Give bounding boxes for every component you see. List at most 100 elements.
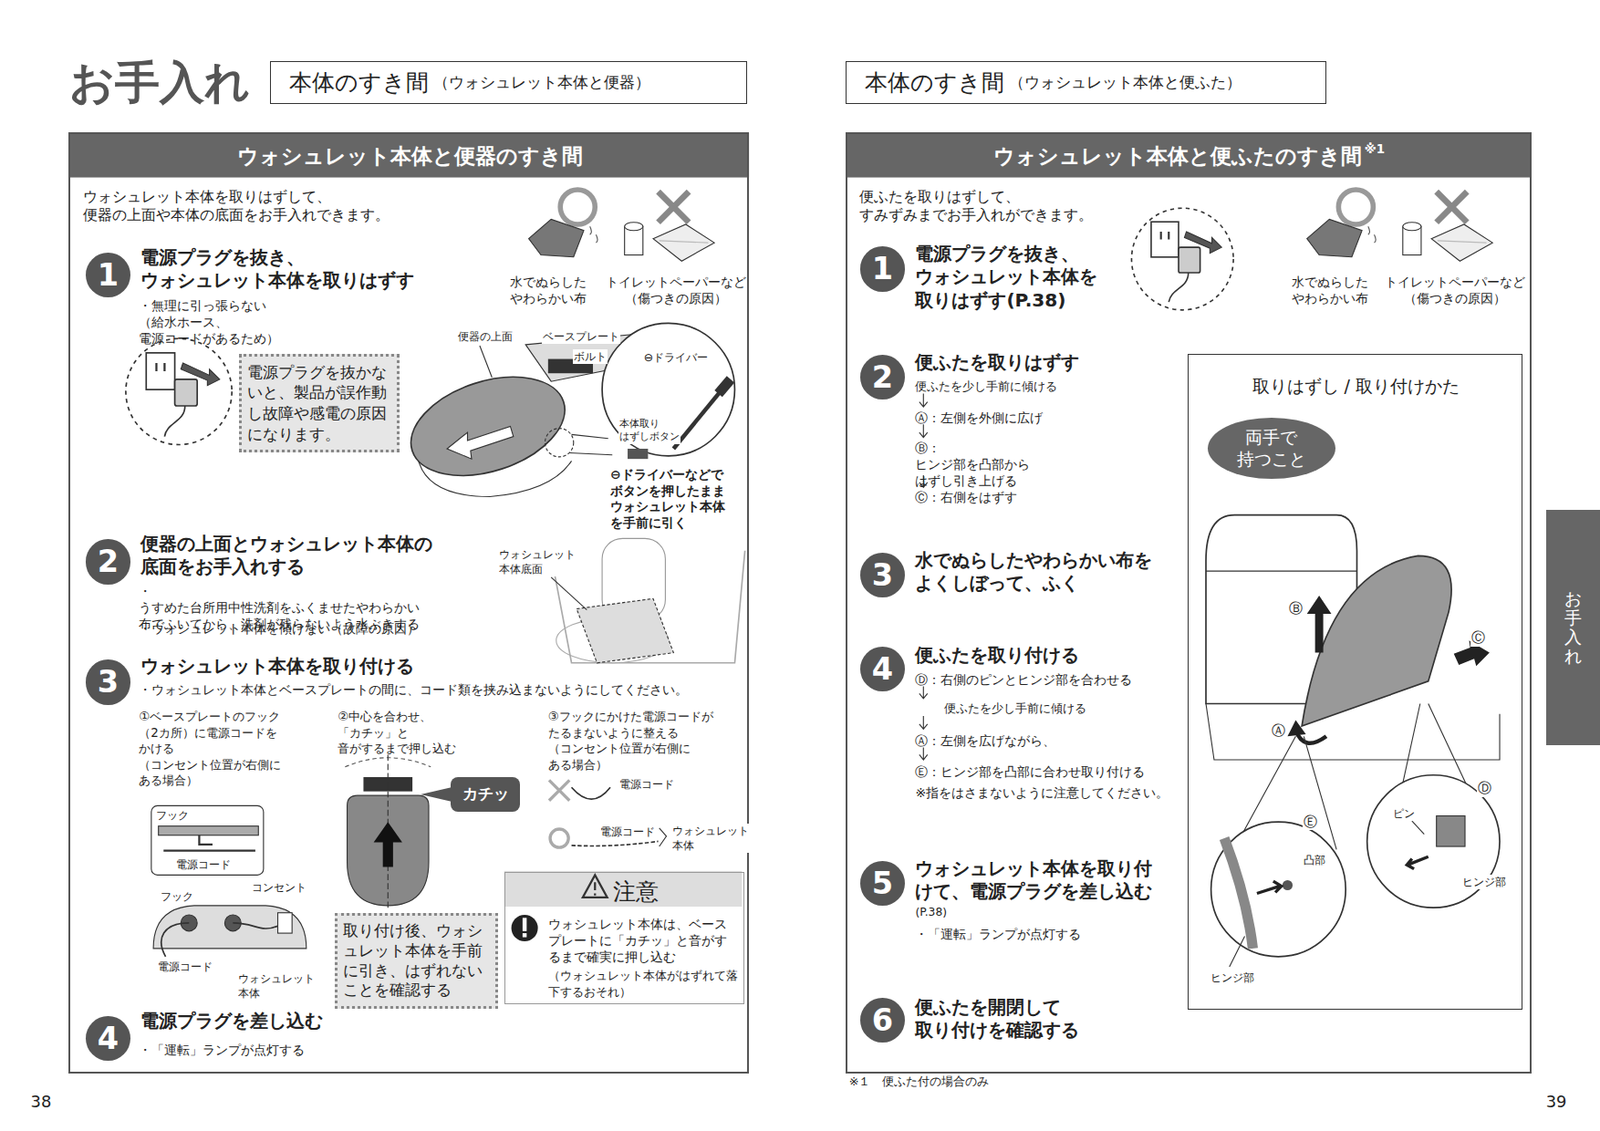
text-label: 38 (31, 1090, 52, 1112)
text-label: ※１ 便ふた付の場合のみ (849, 1074, 990, 1091)
node-text: 2 (872, 362, 894, 394)
text-label: 水でぬらしたやわらかい布を よくしぼって、ふく (914, 549, 1153, 595)
text-label: トイレットペーパーなど （傷つきの原因） (605, 273, 747, 307)
step-number: 3 (860, 552, 905, 598)
text-label: Ⓒ：右側をはずす (914, 488, 1018, 506)
node-text: ウォシュレット本体と便ふたのすき間 (993, 142, 1362, 171)
text-label: 水でぬらした やわらかい布 (1291, 273, 1369, 307)
text-label: ・ウォシュレット本体とベースプレートの間に、コード類を挟み込まないようにしてくだ… (138, 681, 688, 698)
sound-callout: カチッ (450, 777, 520, 812)
text-label: 電源プラグを抜き、 ウォシュレット本体を取りはずす (140, 246, 415, 292)
step-number: 2 (860, 354, 905, 400)
text-label: 便ふたを開閉して 取り付けを確認する (914, 996, 1080, 1042)
text-label: 39 (1546, 1090, 1568, 1112)
text-label: ウォシュレット 本体 (671, 823, 750, 853)
text-label: ベースプレート (541, 329, 621, 344)
section-header: 本体のすき間（ウォシュレット本体と便器） (270, 61, 747, 104)
step-number: 2 (85, 539, 131, 584)
text-label: ・「運転」ランプが点灯する (914, 925, 1081, 943)
text-label: 水でぬらした やわらかい布 (509, 273, 587, 307)
warning-note: 電源プラグを抜かないと、製品が誤作動し故障や感電の原因になります。 (238, 353, 401, 453)
text-label: ヒンジ部 (1209, 970, 1256, 986)
text-label: トイレットペーパーなど （傷つきの原因） (1384, 273, 1526, 307)
node-text: 便ふたを取りはずして、 すみずみまでお手入れができます。 (859, 187, 1093, 226)
node-text: 4 (97, 1023, 119, 1055)
text-label: Ⓐ (1270, 722, 1287, 740)
text-label: ヒンジ部 (1461, 874, 1507, 890)
text-label: Ⓓ (1476, 779, 1493, 798)
node-text: 6 (872, 1005, 894, 1037)
text-label: コンセント (250, 880, 308, 895)
node-text: お手入れ (1564, 589, 1582, 666)
text-label: 電源コード (618, 777, 676, 792)
node-text: ウォシュレット本体を取りはずして、 便器の上面や本体の底面をお手入れできます。 (83, 187, 390, 226)
text-label: フック (155, 808, 190, 823)
step-number: 3 (85, 659, 131, 705)
text-label: 便器の上面とウォシュレット本体の 底面をお手入れする (140, 532, 433, 579)
text-label: Ⓑ (1288, 600, 1304, 618)
text-label: 便ふたを少し手前に傾ける (914, 378, 1058, 395)
node-text: 本体のすき間 (289, 68, 429, 98)
node-text: 両手で 持つこと (1236, 426, 1307, 471)
text-label: フック (159, 889, 195, 904)
text-label: ①ベースプレートのフック （2カ所）に電源コードを かける （コンセント位置が右… (138, 708, 281, 789)
node-text: 3 (872, 560, 894, 592)
text-label: 電源コード (175, 857, 232, 873)
text-label: ウォシュレット 本体 (237, 971, 316, 1001)
text-label: ※指をはさまないように注意してください。 (914, 784, 1169, 801)
node-text: 3 (97, 666, 119, 698)
node-text: ウォシュレット本体と便器のすき間 (70, 142, 751, 171)
text-label: ・ウォシュレット本体を傾けない（故障の原因） (138, 620, 420, 637)
text-label: ウォシュレット本体を取り付けて、電源プラグを差し込む (914, 857, 1165, 904)
text-label: ・無理に引っ張らない （給水ホース、電源コードがあるため） (138, 297, 280, 348)
node-text: ※1 (1364, 141, 1385, 157)
text-label: 電源プラグを抜き、 ウォシュレット本体を 取りはずす(P.38) (914, 242, 1098, 312)
text-label: 便ふたを取り付ける (914, 644, 1080, 667)
side-tab: お手入れ (1546, 509, 1600, 745)
caution-box: 注意ウォシュレット本体は、ベースプレートに「カチッ」と音がするまで確実に押し込む… (504, 872, 745, 1005)
text-label: ⊖ドライバーなどで ボタンを押したまま ウォシュレット本体 を手前に引く (610, 467, 726, 531)
node-text: ウォシュレット本体は、ベースプレートに「カチッ」と音がするまで確実に押し込む (548, 915, 738, 967)
step-number: 4 (85, 1016, 131, 1061)
text-label: ⊖ドライバー (643, 350, 709, 365)
node-text: カチッ (462, 784, 510, 805)
text-label: 電源コード (156, 959, 214, 975)
text-label: Ⓐ：左側を外側に広げ (914, 409, 1043, 426)
page-title: お手入れ (69, 57, 250, 107)
node-text: 本体のすき間 (864, 68, 1005, 98)
text-label: 電源プラグを差し込む (140, 1009, 323, 1033)
step-number: 1 (860, 246, 905, 291)
node-text: （ウォシュレット本体と便ふた） (1008, 72, 1242, 94)
text-label: Ⓔ (1302, 813, 1319, 832)
section-header: 本体のすき間（ウォシュレット本体と便ふた） (845, 61, 1327, 104)
check-note: 取り付け後、ウォシュレット本体を手前に引き、はずれないことを確認する (334, 913, 499, 1009)
node-text: 5 (872, 868, 894, 900)
text-label: 便ふたを少し手前に傾ける (944, 700, 1087, 717)
text-label: Ⓐ：左側を広げながら、 (914, 732, 1056, 749)
node-text: 1 (97, 259, 119, 291)
text-label: 便器の上面 (457, 329, 514, 344)
text-label: ウォシュレット 本体底面 (498, 547, 577, 577)
text-label: Ⓑ：ヒンジ部を凸部から はずし引き上げる (914, 439, 1030, 490)
node-text: 電源プラグを抜かないと、製品が誤作動し故障や感電の原因になります。 (247, 362, 393, 445)
node-text: 取り付け後、ウォシュレット本体を手前に引き、はずれないことを確認する (342, 921, 490, 1001)
text-label: 電源コード (599, 824, 656, 840)
text-label: (P.38) (914, 904, 947, 920)
text-label: ウォシュレット本体を取り付ける (140, 654, 415, 678)
step-number: 5 (860, 861, 905, 906)
text-label: ②中心を合わせ、「カチッ」と 音がするまで押し込む (337, 708, 457, 757)
node-text: 2 (97, 546, 119, 578)
text-label: ・「運転」ランプが点灯する (138, 1041, 305, 1059)
text-label: ③フックにかけた電源コードが たるまないように整える （コンセント位置が右側に … (548, 708, 714, 773)
node-text: 1 (872, 253, 894, 285)
node-text: 4 (872, 654, 894, 686)
text-label: 便ふたを取りはずす (914, 351, 1080, 375)
node-text: （ウォシュレット本体と便器） (433, 72, 651, 94)
figure-box: 取りはずし / 取り付けかた両手で 持つこと (1187, 353, 1523, 1010)
node-text: 取りはずし / 取り付けかた (1188, 374, 1524, 398)
step-number: 1 (85, 252, 131, 298)
hint-bubble: 両手で 持つこと (1207, 417, 1336, 479)
step-number: 4 (860, 646, 905, 692)
node-text: 注意 (612, 877, 659, 907)
